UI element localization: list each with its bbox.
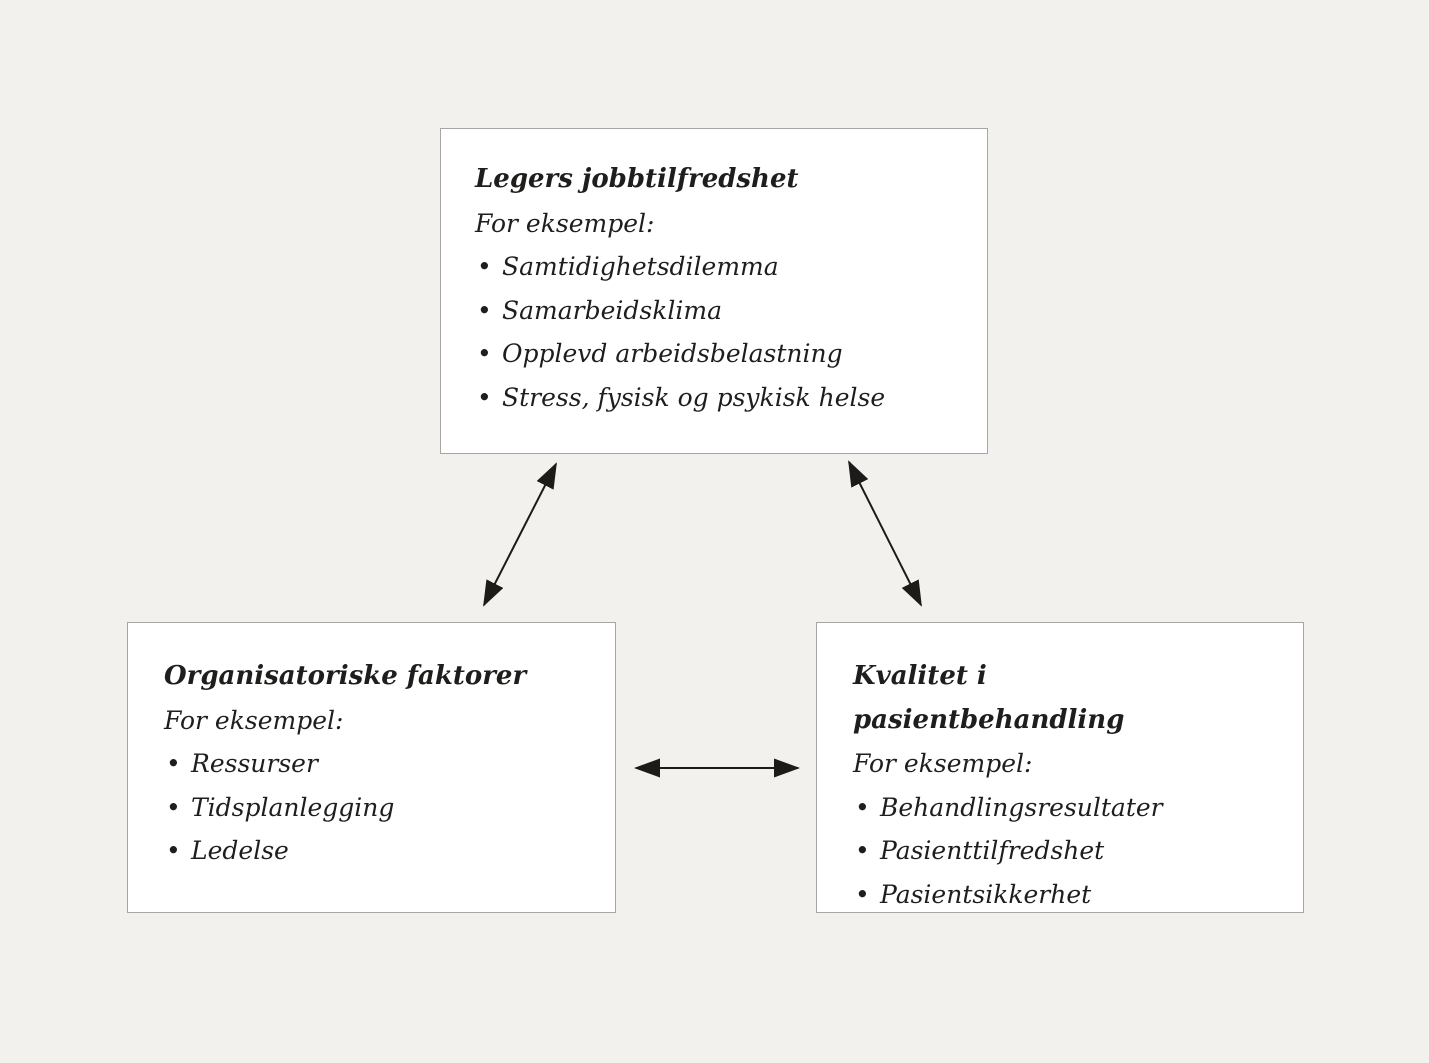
list-item: Pasientsikkerhet (853, 873, 1267, 917)
list-item: Behandlingsresultater (853, 786, 1267, 830)
list-item: Samtidighetsdilemma (475, 245, 953, 289)
box-title: Legers jobbtilfredshet (475, 164, 799, 194)
list-item: Stress, fysisk og psykisk helse (475, 376, 953, 420)
box-legers-jobbtilfredshet: Legers jobbtilfredshet For eksempel: Sam… (440, 128, 988, 454)
box-kvalitet-i-pasientbehandling: Kvalitet i pasientbehandling For eksempe… (816, 622, 1304, 916)
double-arrow-top-left (483, 462, 557, 607)
box-title: Organisatoriske faktorer (164, 661, 527, 691)
list-item: Ledelse (164, 829, 579, 873)
box-subtitle: For eksempel: (164, 705, 344, 735)
box-subtitle: For eksempel: (475, 208, 655, 238)
list-item: Tidsplanlegging (164, 786, 579, 830)
box-subtitle: For eksempel: (853, 749, 1033, 778)
bullet-list: Samtidighetsdilemma Samarbeidsklima Oppl… (475, 245, 953, 419)
list-item: Ressurser (164, 742, 579, 786)
bullet-list: Behandlingsresultater Pasienttilfredshet… (853, 786, 1267, 917)
double-arrow-top-right (848, 460, 922, 607)
list-item: Opplevd arbeidsbelastning (475, 332, 953, 376)
box-title: Kvalitet i pasientbehandling (853, 661, 1125, 735)
bullet-list: Ressurser Tidsplanlegging Ledelse (164, 742, 579, 873)
list-item: Pasienttilfredshet (853, 829, 1267, 873)
box-organisatoriske-faktorer: Organisatoriske faktorer For eksempel: R… (127, 622, 616, 913)
list-item: Samarbeidsklima (475, 289, 953, 333)
